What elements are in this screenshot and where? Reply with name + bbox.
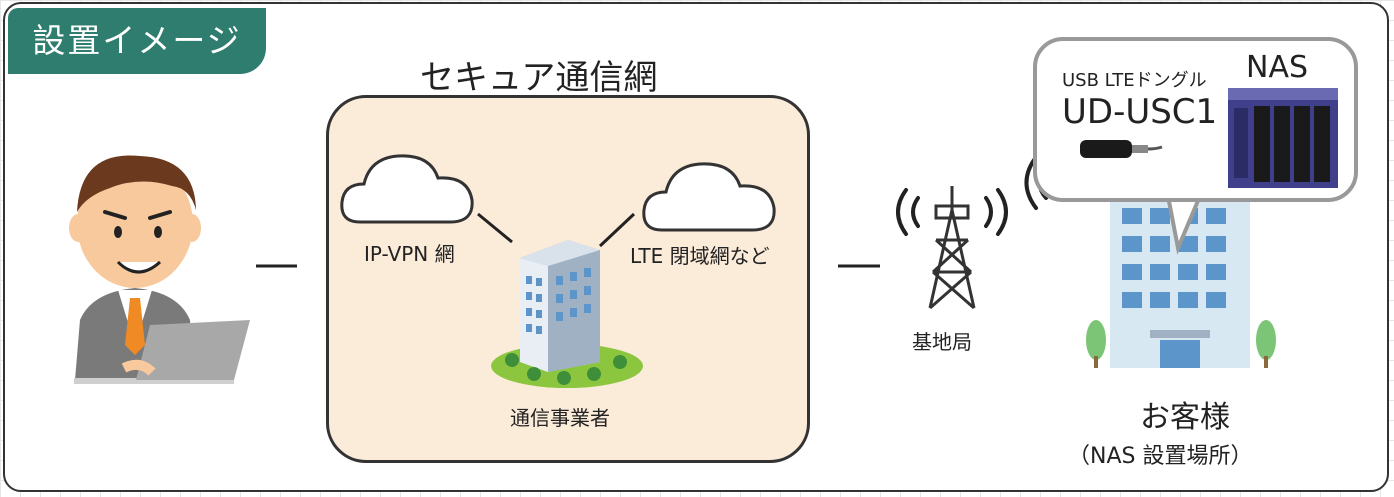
cloud-left-label: IP-VPN 網 <box>364 242 455 266</box>
base-station-label: 基地局 <box>912 330 972 354</box>
title-tab: 設置イメージ <box>8 8 266 74</box>
dongle-model: UD-USC1 <box>1062 92 1218 132</box>
network-title: セキュア通信網 <box>420 58 658 98</box>
cloud-right-label: LTE 閉域網など <box>630 244 770 268</box>
customer-sublabel: （NAS 設置場所） <box>1068 444 1253 469</box>
tree-right-icon <box>1256 320 1276 368</box>
carrier-building-icon <box>491 240 643 388</box>
dongle-label: USB LTEドングル <box>1062 70 1207 91</box>
cloud-right-icon <box>642 162 776 232</box>
base-station-tower-icon <box>928 186 976 310</box>
customer-label: お客様 <box>1140 400 1230 435</box>
cloud-left-link <box>477 212 513 244</box>
cloud-right-link <box>598 212 636 248</box>
tree-left-icon <box>1086 320 1106 368</box>
nas-label: NAS <box>1246 50 1309 85</box>
nas-device-icon <box>1228 88 1338 188</box>
usb-dongle-icon <box>1080 140 1163 158</box>
cloud-left-icon <box>340 154 474 224</box>
user-illustration <box>69 155 250 384</box>
carrier-label: 通信事業者 <box>510 406 610 430</box>
